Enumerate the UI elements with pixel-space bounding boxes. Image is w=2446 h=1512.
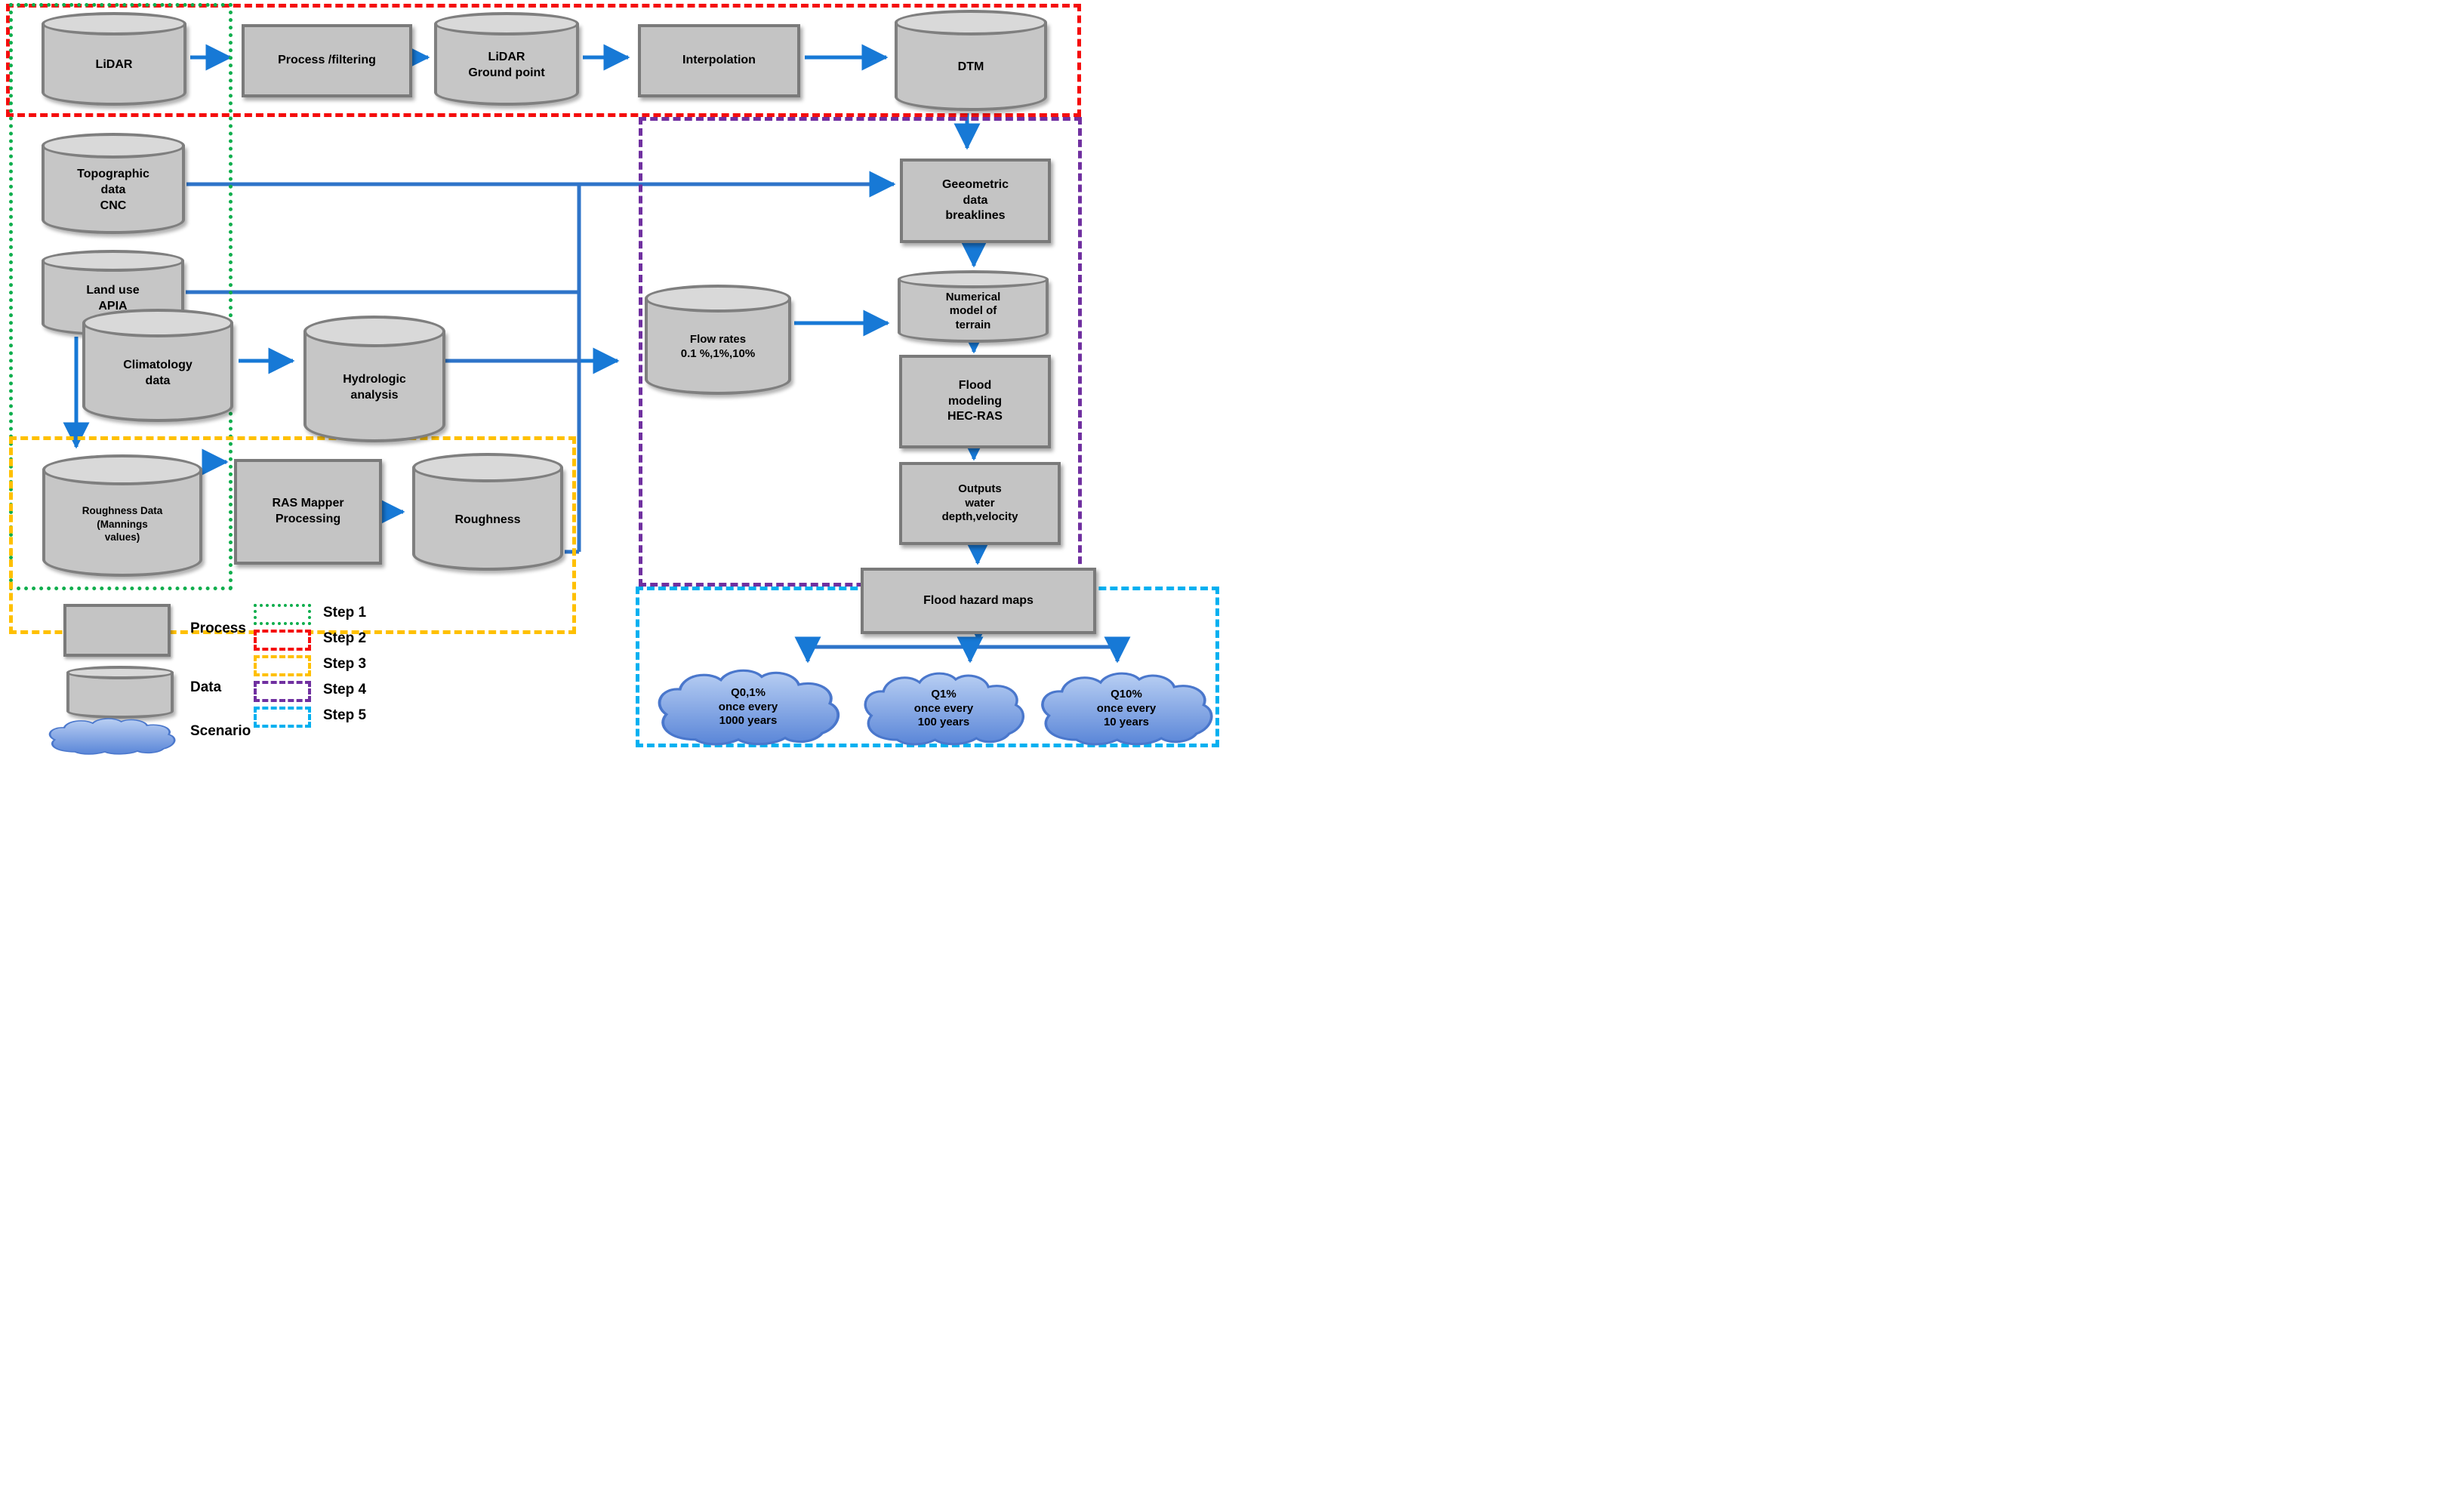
node-interpolation-label: Interpolation — [682, 54, 756, 67]
node-process-filtering: Process /filtering — [242, 24, 412, 97]
legend-step2-label: Step 2 — [323, 630, 367, 646]
node-numerical-label: Numerical model of terrain — [945, 290, 1001, 332]
node-geometric-label: Geeometric data breaklines — [941, 177, 1009, 223]
node-climatology-label: Climatology data — [123, 358, 193, 387]
legend-data-swatch — [66, 666, 174, 719]
node-roughness: Roughness — [412, 453, 563, 571]
node-land-use-label: Land use APIA — [86, 284, 140, 313]
legend-step1-swatch — [254, 604, 311, 625]
legend-step1-label: Step 1 — [323, 605, 367, 621]
scenario-cloud-q10: Q10% once every 10 years — [1034, 670, 1218, 746]
node-dtm-label: DTM — [957, 60, 984, 73]
cylinder-top — [82, 309, 233, 337]
node-hydrologic-label: Hydrologic analysis — [343, 372, 406, 402]
cloud-icon — [658, 669, 840, 746]
node-interpolation: Interpolation — [638, 24, 800, 97]
cylinder-top — [42, 454, 202, 485]
scenario-q10-label: Q10% once every 10 years — [1096, 687, 1157, 729]
legend-step4-swatch — [254, 681, 311, 702]
cylinder-top — [66, 666, 174, 679]
cylinder-top — [412, 453, 563, 482]
connector-layer — [63, 44, 1131, 664]
node-topographic: Topographic data CNC — [42, 133, 185, 234]
cloud-icon — [48, 718, 176, 755]
cylinder-top — [898, 270, 1049, 288]
node-outputs-label: Outputs water depth,velocity — [941, 482, 1018, 524]
node-process-filtering-label: Process /filtering — [278, 54, 376, 67]
scenario-cloud-q01: Q0,1% once every 1000 years — [651, 667, 846, 746]
node-flood-hazard-label: Flood hazard maps — [923, 593, 1034, 607]
cloud-icon — [1041, 672, 1213, 746]
node-geometric: Geeometric data breaklines — [900, 159, 1051, 243]
node-flood-modeling-label: Flood modeling HEC-RAS — [947, 378, 1003, 423]
scenario-cloud-q1: Q1% once every 100 years — [858, 670, 1030, 746]
node-lidar-ground-point: LiDAR Ground point — [434, 12, 579, 106]
node-roughness-data: Roughness Data (Mannings values) — [42, 454, 202, 577]
node-flow-rates-label: Flow rates 0.1 %,1%,10% — [680, 333, 756, 361]
legend-process-label: Process — [190, 621, 246, 636]
node-lidar-ground-point-label: LiDAR Ground point — [468, 50, 545, 79]
node-climatology: Climatology data — [82, 309, 233, 422]
cloud-icon — [864, 672, 1025, 746]
cylinder-top — [645, 285, 791, 313]
node-lidar-label: LiDAR — [95, 58, 133, 72]
step2-frame — [6, 4, 1081, 117]
legend-scenario-label: Scenario — [190, 723, 251, 739]
legend-scenario-swatch — [44, 717, 180, 755]
node-flow-rates: Flow rates 0.1 %,1%,10% — [645, 285, 791, 395]
node-topographic-label: Topographic data CNC — [77, 168, 149, 212]
cylinder-top — [895, 10, 1047, 35]
node-roughness-data-label: Roughness Data (Mannings values) — [82, 505, 163, 544]
scenario-q01-label: Q0,1% once every 1000 years — [718, 685, 778, 728]
node-hydrologic: Hydrologic analysis — [303, 316, 445, 442]
node-flood-hazard: Flood hazard maps — [861, 568, 1096, 634]
cylinder-top — [42, 133, 185, 159]
node-lidar: LiDAR — [42, 12, 186, 106]
cylinder-top — [303, 316, 445, 347]
step4-frame — [639, 117, 1082, 587]
cylinder-top — [42, 12, 186, 35]
node-ras-mapper: RAS Mapper Processing — [234, 459, 382, 565]
node-outputs: Outputs water depth,velocity — [899, 462, 1061, 545]
scenario-q1-label: Q1% once every 100 years — [913, 687, 974, 729]
legend-step3-label: Step 3 — [323, 656, 367, 672]
step1-frame — [9, 3, 233, 590]
legend-step3-swatch — [254, 655, 311, 676]
cylinder-top — [434, 12, 579, 35]
node-dtm: DTM — [895, 10, 1047, 111]
legend-data-label: Data — [190, 679, 222, 695]
legend-step5-label: Step 5 — [323, 707, 367, 723]
node-flood-modeling: Flood modeling HEC-RAS — [899, 355, 1051, 448]
legend-process-swatch — [63, 604, 171, 657]
node-roughness-label: Roughness — [454, 513, 521, 526]
cylinder-top — [42, 250, 184, 272]
node-ras-mapper-label: RAS Mapper Processing — [272, 497, 344, 525]
flowchart-canvas: LiDAR Process /filtering LiDAR Ground po… — [0, 0, 1223, 756]
legend-step4-label: Step 4 — [323, 682, 367, 697]
node-numerical: Numerical model of terrain — [898, 270, 1049, 343]
legend-step5-swatch — [254, 707, 311, 728]
legend-step2-swatch — [254, 630, 311, 651]
